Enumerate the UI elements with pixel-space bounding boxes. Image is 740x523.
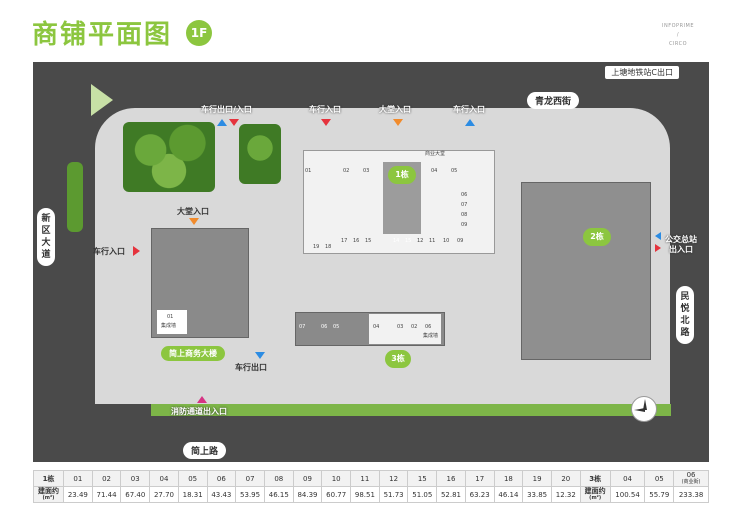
entrance-label: 大堂入口 xyxy=(177,207,209,216)
entrance-label: 消防通道出入口 xyxy=(171,407,227,416)
unit-label: 15 xyxy=(365,238,372,244)
subway-exit: 上塘地铁站C出口 xyxy=(605,66,679,79)
entrance-label: 车行出口/入口 xyxy=(201,105,252,114)
unit-label: 17 xyxy=(341,238,348,244)
unit-label: 集成墙 xyxy=(161,323,177,329)
arrow-red-icon xyxy=(321,119,331,126)
table-head: 3栋 xyxy=(579,470,611,487)
brand-mark: INFOPRIME / CIRCO xyxy=(662,23,694,47)
unit-label: 02 xyxy=(411,324,418,330)
unit-label: 19 xyxy=(313,244,320,250)
entrance-label: 大堂入口 xyxy=(379,105,411,114)
unit-label: 11 xyxy=(429,238,436,244)
unit-label: 04 xyxy=(431,168,438,174)
entrance-label: 公交总站 xyxy=(665,235,697,244)
unit-label: 06 xyxy=(461,192,468,198)
road-south: 简上路 xyxy=(183,442,227,459)
building-2 xyxy=(521,182,651,360)
arrow-blue-icon xyxy=(655,232,661,240)
unit-label: 08 xyxy=(461,212,468,218)
table-row: 建面约 (m²) 23.49 71.44 67.40 27.70 18.31 4… xyxy=(33,486,709,503)
unit-label: 09 xyxy=(461,222,468,228)
unit-label: 04 xyxy=(373,324,380,330)
unit-label: 10 xyxy=(443,238,450,244)
entrance-label: 车行入口 xyxy=(453,105,485,114)
unit-label: 集成墙 xyxy=(423,333,439,339)
unit-label: 12 xyxy=(417,238,424,244)
unit-label: 03 xyxy=(363,168,370,174)
south-green-strip xyxy=(151,404,671,416)
arrow-pink-icon xyxy=(197,396,207,403)
trees-right xyxy=(239,124,281,184)
arrow-red-icon xyxy=(229,119,239,126)
building-2-badge: 2栋 xyxy=(583,228,611,246)
arrow-blue-icon xyxy=(465,119,475,126)
building-1-badge: 1栋 xyxy=(388,166,416,184)
arrow-orange-icon xyxy=(393,119,403,126)
arrow-red-icon xyxy=(133,246,140,256)
unit-label: 16 xyxy=(353,238,360,244)
unit-label: 15 xyxy=(405,238,412,244)
building-3-shops xyxy=(369,314,441,344)
compass-icon xyxy=(631,396,657,422)
table-head: 1栋 xyxy=(33,470,64,487)
unit-label: 09 xyxy=(457,238,464,244)
unit-label: 01 xyxy=(167,314,174,320)
unit-label: 07 xyxy=(461,202,468,208)
arrow-orange-icon xyxy=(189,218,199,225)
entrance-label: 车行入口 xyxy=(93,247,125,256)
arrow-blue-icon xyxy=(255,352,265,359)
road-east: 民悦北路 xyxy=(676,286,694,344)
corner-green xyxy=(91,84,113,116)
unit-label: 02 xyxy=(343,168,350,174)
office-label: 简上商务大楼 xyxy=(161,346,225,361)
unit-label: 18 xyxy=(325,244,332,250)
unit-label: 07 xyxy=(299,324,306,330)
road-west: 新区大道 xyxy=(37,208,55,266)
unit-label: 05 xyxy=(333,324,340,330)
unit-label: 05 xyxy=(451,168,458,174)
trees-left xyxy=(123,122,215,192)
entrance-label: 车行入口 xyxy=(309,105,341,114)
table-row: 1栋 01 02 03 04 05 06 07 08 09 10 11 12 1… xyxy=(33,470,709,487)
floor-badge: 1F xyxy=(186,20,212,46)
entrance-label: 车行出口 xyxy=(235,363,267,372)
page-title: 商铺平面图 xyxy=(32,20,173,50)
unit-label: 06 xyxy=(321,324,328,330)
b1-hall-label: 商业大堂 xyxy=(425,151,446,157)
unit-label: 03 xyxy=(397,324,404,330)
unit-label: 06 xyxy=(425,324,432,330)
area-table: 1栋 01 02 03 04 05 06 07 08 09 10 11 12 1… xyxy=(33,470,709,503)
entrance-label: 出入口 xyxy=(669,245,693,254)
unit-label: 01 xyxy=(305,168,312,174)
east-road xyxy=(671,62,709,462)
office-unit xyxy=(157,310,187,334)
unit-label: 14 xyxy=(393,238,400,244)
trees-west xyxy=(67,162,83,232)
arrow-red-icon xyxy=(655,244,661,252)
arrow-blue-icon xyxy=(217,119,227,126)
building-3-badge: 3栋 xyxy=(385,350,411,368)
road-north: 青龙西街 xyxy=(527,92,580,109)
site-plan: 1栋 商业大堂 02 03 04 05 01 06 07 08 09 19 18… xyxy=(33,62,709,462)
